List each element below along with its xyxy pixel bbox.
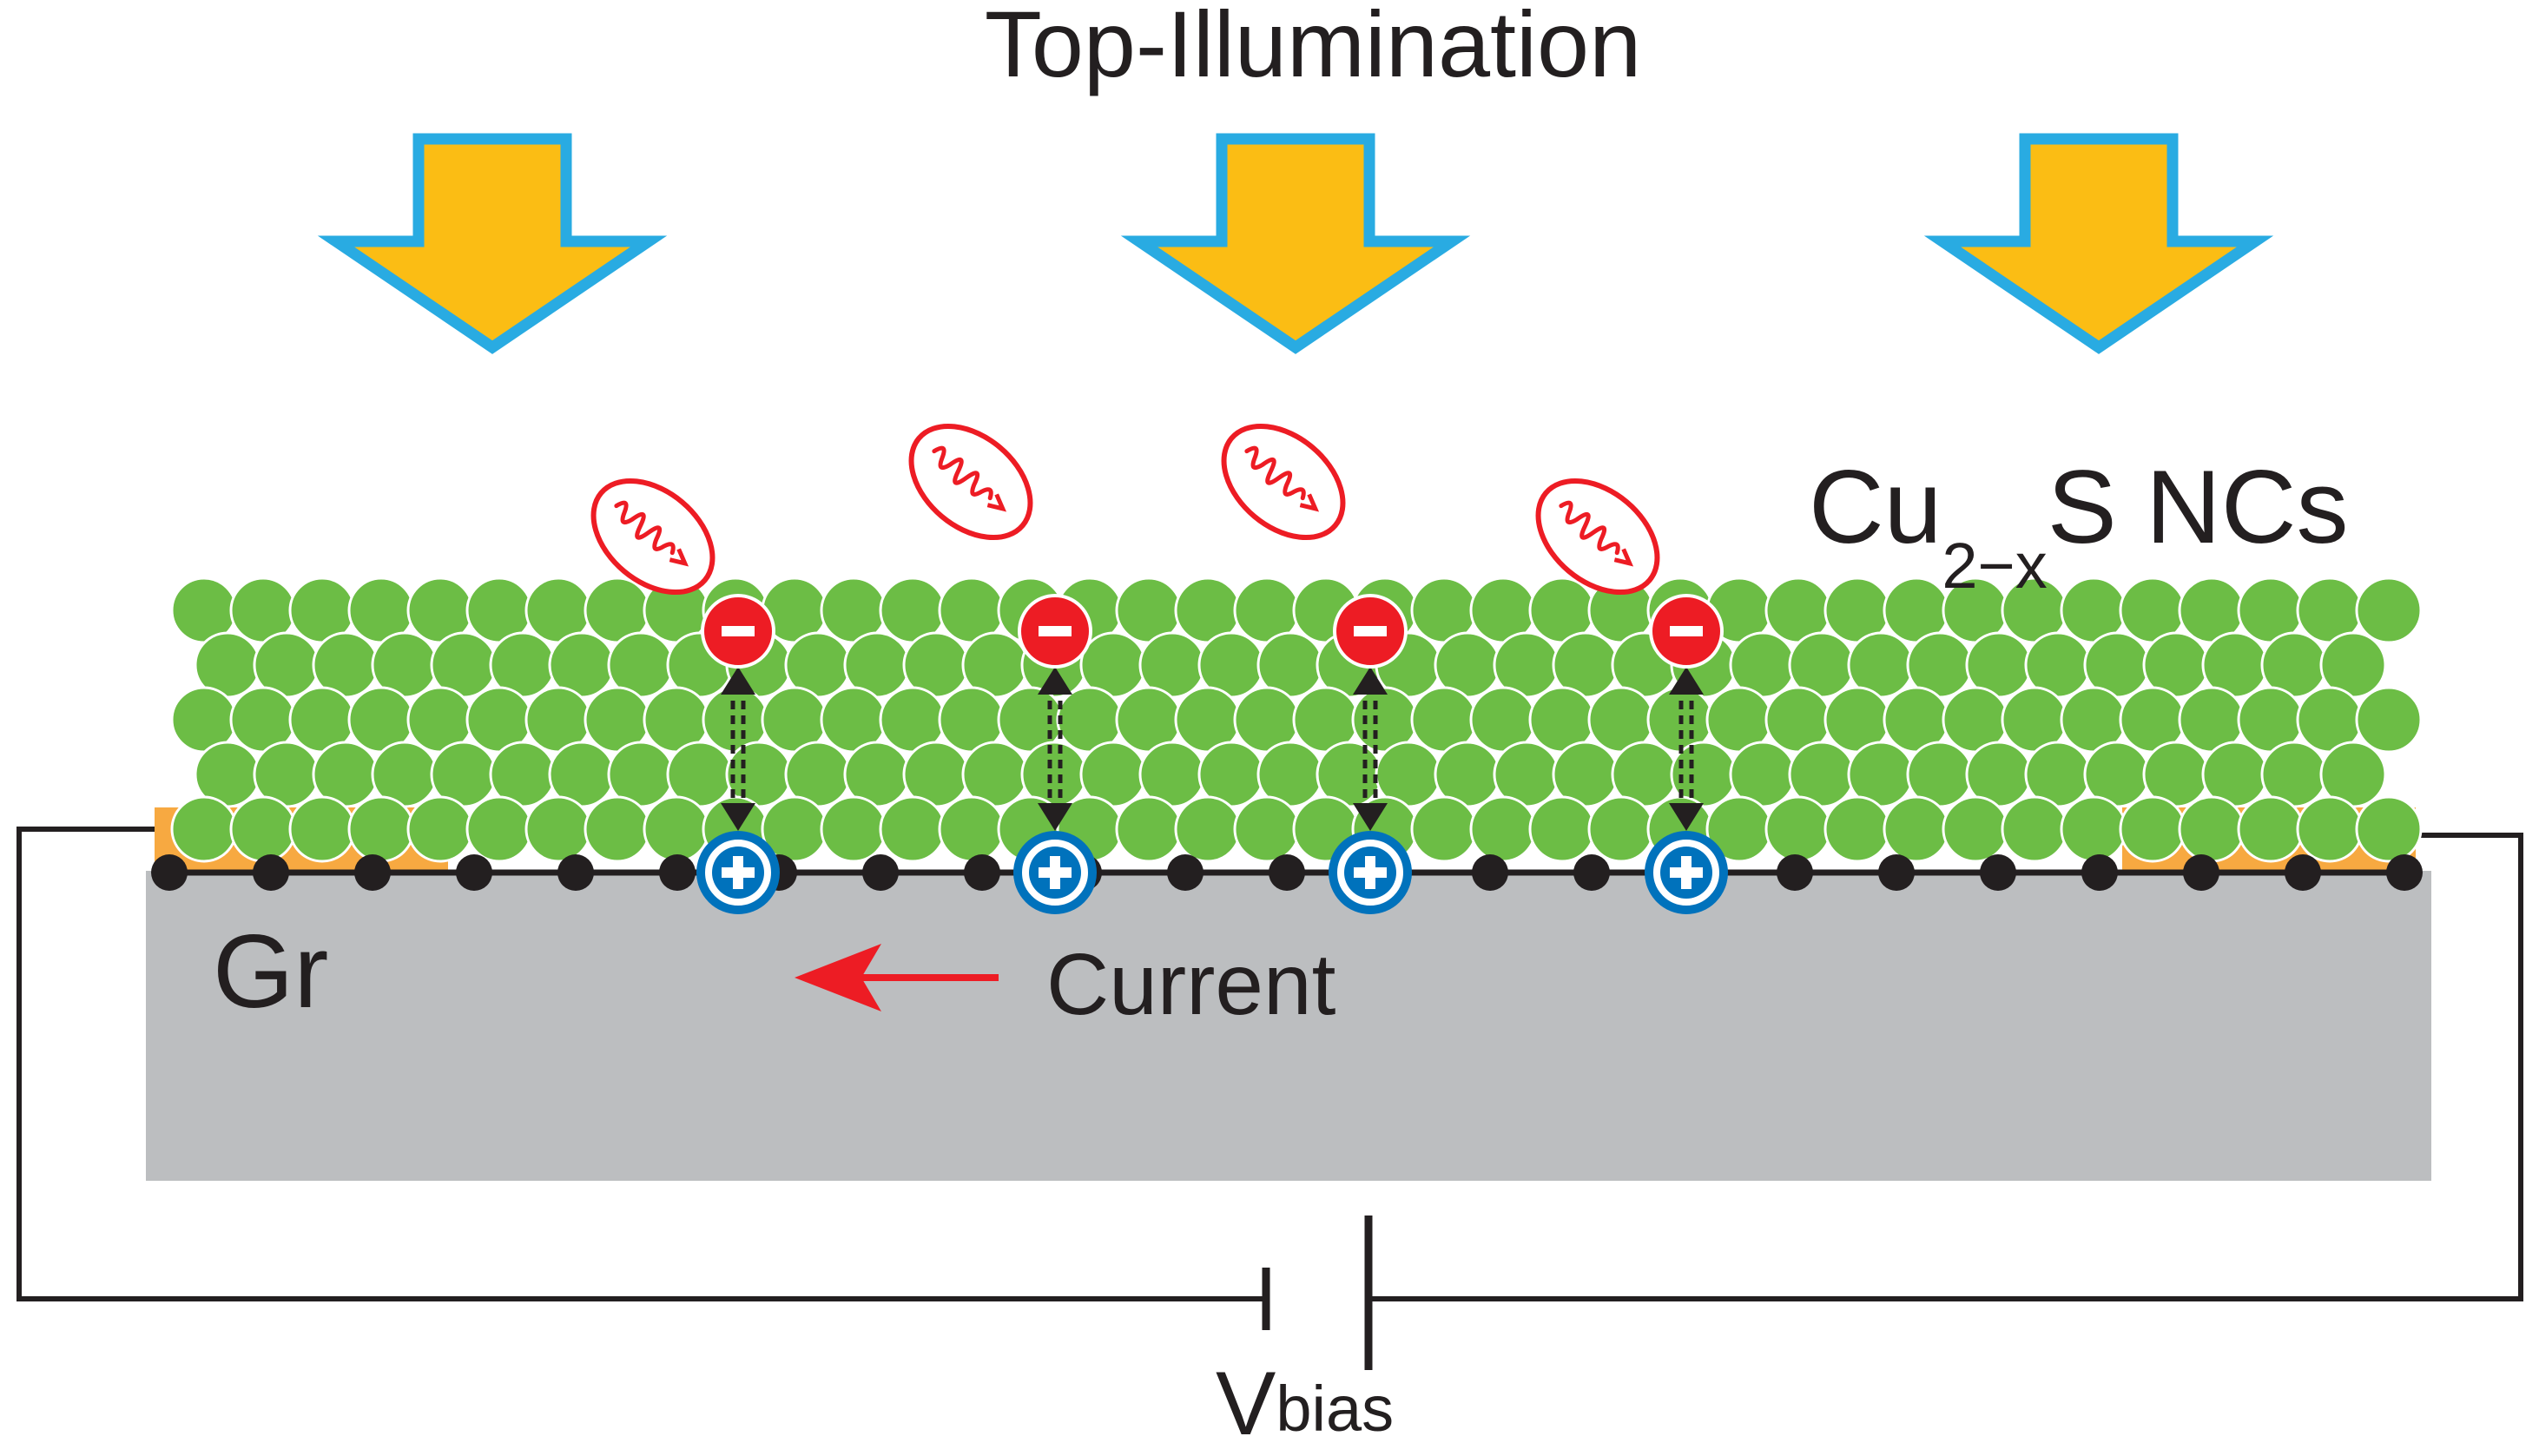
nanocrystal-dot — [1942, 795, 2009, 863]
nc-label: Cu2−xS NCs — [1809, 449, 2348, 602]
nanocrystal-dot — [2237, 795, 2305, 863]
photon-wave-icon — [1221, 423, 1346, 541]
nanocrystal-dot — [2001, 795, 2068, 863]
graphene-atom — [2081, 854, 2118, 891]
nanocrystal-dot — [1115, 795, 1183, 863]
down-arrow-icon — [1923, 133, 2274, 354]
electron-minus-icon — [1018, 594, 1092, 669]
nanocrystal-dot — [938, 795, 1006, 863]
coupling-arrow — [1669, 667, 1704, 831]
nanocrystal-dot — [2355, 576, 2423, 644]
nanocrystal-dot — [820, 795, 887, 863]
graphene-atom — [1472, 854, 1508, 891]
nanocrystal-dot — [465, 795, 533, 863]
hole-plus-icon — [1329, 831, 1412, 914]
current-label: Current — [1046, 936, 1336, 1033]
hole-plus-icon — [1013, 831, 1097, 914]
graphene-atom — [151, 854, 188, 891]
graphene-atom — [557, 854, 594, 891]
nanocrystal-dot — [1883, 795, 1950, 863]
coupling-arrow — [1353, 667, 1388, 831]
bias-label-main: V — [1216, 1354, 1276, 1454]
nanocrystal-dot — [879, 795, 946, 863]
nanocrystal-dot — [2355, 686, 2423, 754]
nanocrystal-dot — [1528, 795, 1596, 863]
bias-label: Vbias — [1216, 1354, 1394, 1454]
nanocrystal-dot — [1469, 795, 1537, 863]
down-arrow-icon — [1120, 133, 1471, 354]
electron-minus-icon — [701, 594, 775, 669]
graphene-substrate — [146, 871, 2431, 1181]
graphene-atom — [354, 854, 391, 891]
nanocrystal-dot — [2355, 795, 2423, 863]
nanocrystal-dot — [406, 795, 474, 863]
graphene-atom — [659, 854, 696, 891]
nanocrystal-layer — [170, 576, 2423, 863]
nanocrystal-dot — [170, 795, 238, 863]
nanocrystal-dot — [1587, 795, 1655, 863]
nanocrystal-dot — [1174, 795, 1242, 863]
hole-plus-icon — [696, 831, 780, 914]
graphene-atom — [1980, 854, 2016, 891]
illumination-title: Top-Illumination — [985, 0, 1641, 96]
nanocrystal-dot — [347, 795, 415, 863]
hole-plus-icon — [1645, 831, 1728, 914]
nanocrystal-dot — [1233, 795, 1301, 863]
nanocrystal-dot — [2178, 795, 2246, 863]
graphene-atom — [456, 854, 492, 891]
left-arrow-icon — [795, 944, 999, 1011]
photon-wave-icon — [1535, 478, 1660, 596]
down-arrow-icon — [317, 133, 668, 354]
graphene-atom — [2183, 854, 2219, 891]
nc-label-subscript: 2−x — [1942, 530, 2047, 602]
graphene-atom — [253, 854, 289, 891]
graphene-atom — [1269, 854, 1305, 891]
nanocrystal-dot — [288, 795, 356, 863]
graphene-atom — [2285, 854, 2321, 891]
nanocrystal-dot — [1410, 795, 1478, 863]
nc-label-suffix: S NCs — [2048, 449, 2349, 565]
graphene-atom — [964, 854, 1000, 891]
graphene-atom — [2386, 854, 2423, 891]
electron-minus-icon — [1649, 594, 1724, 669]
electron-minus-icon — [1333, 594, 1408, 669]
graphene-atom — [862, 854, 899, 891]
battery-icon — [1262, 1216, 1373, 1370]
nanocrystal-dot — [1823, 795, 1891, 863]
nanocrystal-dot — [229, 795, 297, 863]
charge-carriers — [590, 423, 1728, 914]
nanocrystal-dot — [2119, 795, 2186, 863]
illumination-arrows — [317, 133, 2274, 354]
bias-label-sub: bias — [1276, 1373, 1394, 1445]
nanocrystal-dot — [1764, 795, 1832, 863]
graphene-atom — [1573, 854, 1610, 891]
left-wire — [16, 827, 1263, 1301]
substrate-label: Gr — [213, 913, 328, 1030]
nanocrystal-dot — [2060, 795, 2127, 863]
nanocrystal-dot — [643, 795, 710, 863]
nanocrystal-dot — [524, 795, 592, 863]
graphene-atom — [1167, 854, 1204, 891]
nc-label-prefix: Cu — [1809, 449, 1942, 565]
photon-wave-icon — [908, 423, 1033, 541]
coupling-arrow — [721, 667, 755, 831]
nanocrystal-dot — [584, 795, 651, 863]
graphene-atom — [1878, 854, 1915, 891]
coupling-arrow — [1038, 667, 1072, 831]
graphene-atom — [1777, 854, 1813, 891]
photon-wave-icon — [590, 478, 716, 596]
nanocrystal-dot — [2296, 795, 2364, 863]
